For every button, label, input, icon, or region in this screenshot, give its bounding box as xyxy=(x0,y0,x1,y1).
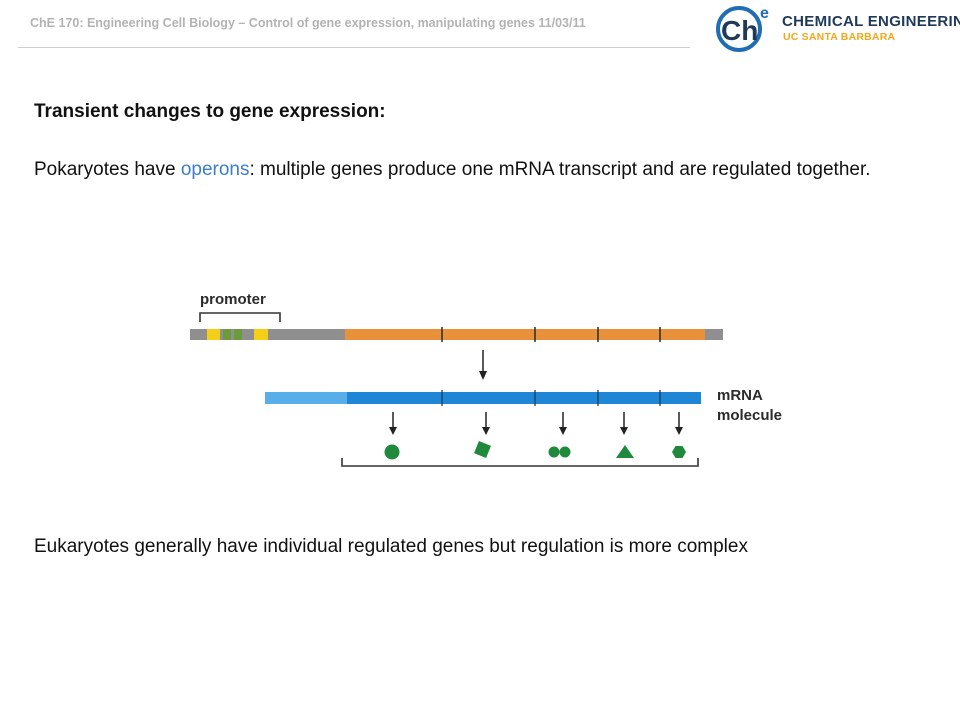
operon-diagram: promoter mRNA molecule xyxy=(180,280,800,480)
header-title: ChE 170: Engineering Cell Biology – Cont… xyxy=(30,16,586,30)
regulatory-site-yellow-1 xyxy=(207,329,220,340)
dna-gene-region xyxy=(345,329,705,340)
mrna-leader xyxy=(265,392,347,404)
regulatory-site-green-1 xyxy=(223,329,231,340)
mrna-coding-region xyxy=(347,392,701,404)
section-heading: Transient changes to gene expression: xyxy=(34,101,386,122)
circle-icon xyxy=(384,444,400,460)
dna-terminator xyxy=(705,329,723,340)
promoter-label: promoter xyxy=(200,291,266,308)
che-logo-mark: Ch e xyxy=(716,5,769,52)
regulatory-site-green-2 xyxy=(234,329,242,340)
double-circle-icon xyxy=(548,446,571,458)
protein-bracket xyxy=(341,458,699,467)
operon-paragraph-start: Pokaryotes have xyxy=(34,159,181,180)
operon-paragraph: Pokaryotes have operons: multiple genes … xyxy=(34,156,934,184)
logo-mark-text: Ch xyxy=(721,15,758,46)
triangle-icon xyxy=(616,445,634,458)
logo-line2: UC SANTA BARBARA xyxy=(783,31,896,43)
logo-mark-superscript: e xyxy=(760,5,769,22)
operon-paragraph-end: : multiple genes produce one mRNA transc… xyxy=(249,159,871,180)
department-logo: Ch e CHEMICAL ENGINEERING UC SANTA BARBA… xyxy=(712,2,960,54)
header-divider xyxy=(18,47,690,48)
mrna-label-line1: mRNA xyxy=(717,387,763,404)
regulatory-site-yellow-2 xyxy=(254,329,268,340)
hexagon-icon xyxy=(672,446,686,458)
square-icon xyxy=(474,441,491,458)
mrna-label-line2: molecule xyxy=(717,407,782,424)
eukaryote-paragraph: Eukaryotes generally have individual reg… xyxy=(34,536,748,557)
operons-keyword: operons xyxy=(180,159,250,180)
logo-line1: CHEMICAL ENGINEERING xyxy=(782,13,960,30)
translation-arrows xyxy=(389,412,683,435)
transcription-arrowhead xyxy=(479,371,487,380)
promoter-bracket xyxy=(199,312,281,322)
